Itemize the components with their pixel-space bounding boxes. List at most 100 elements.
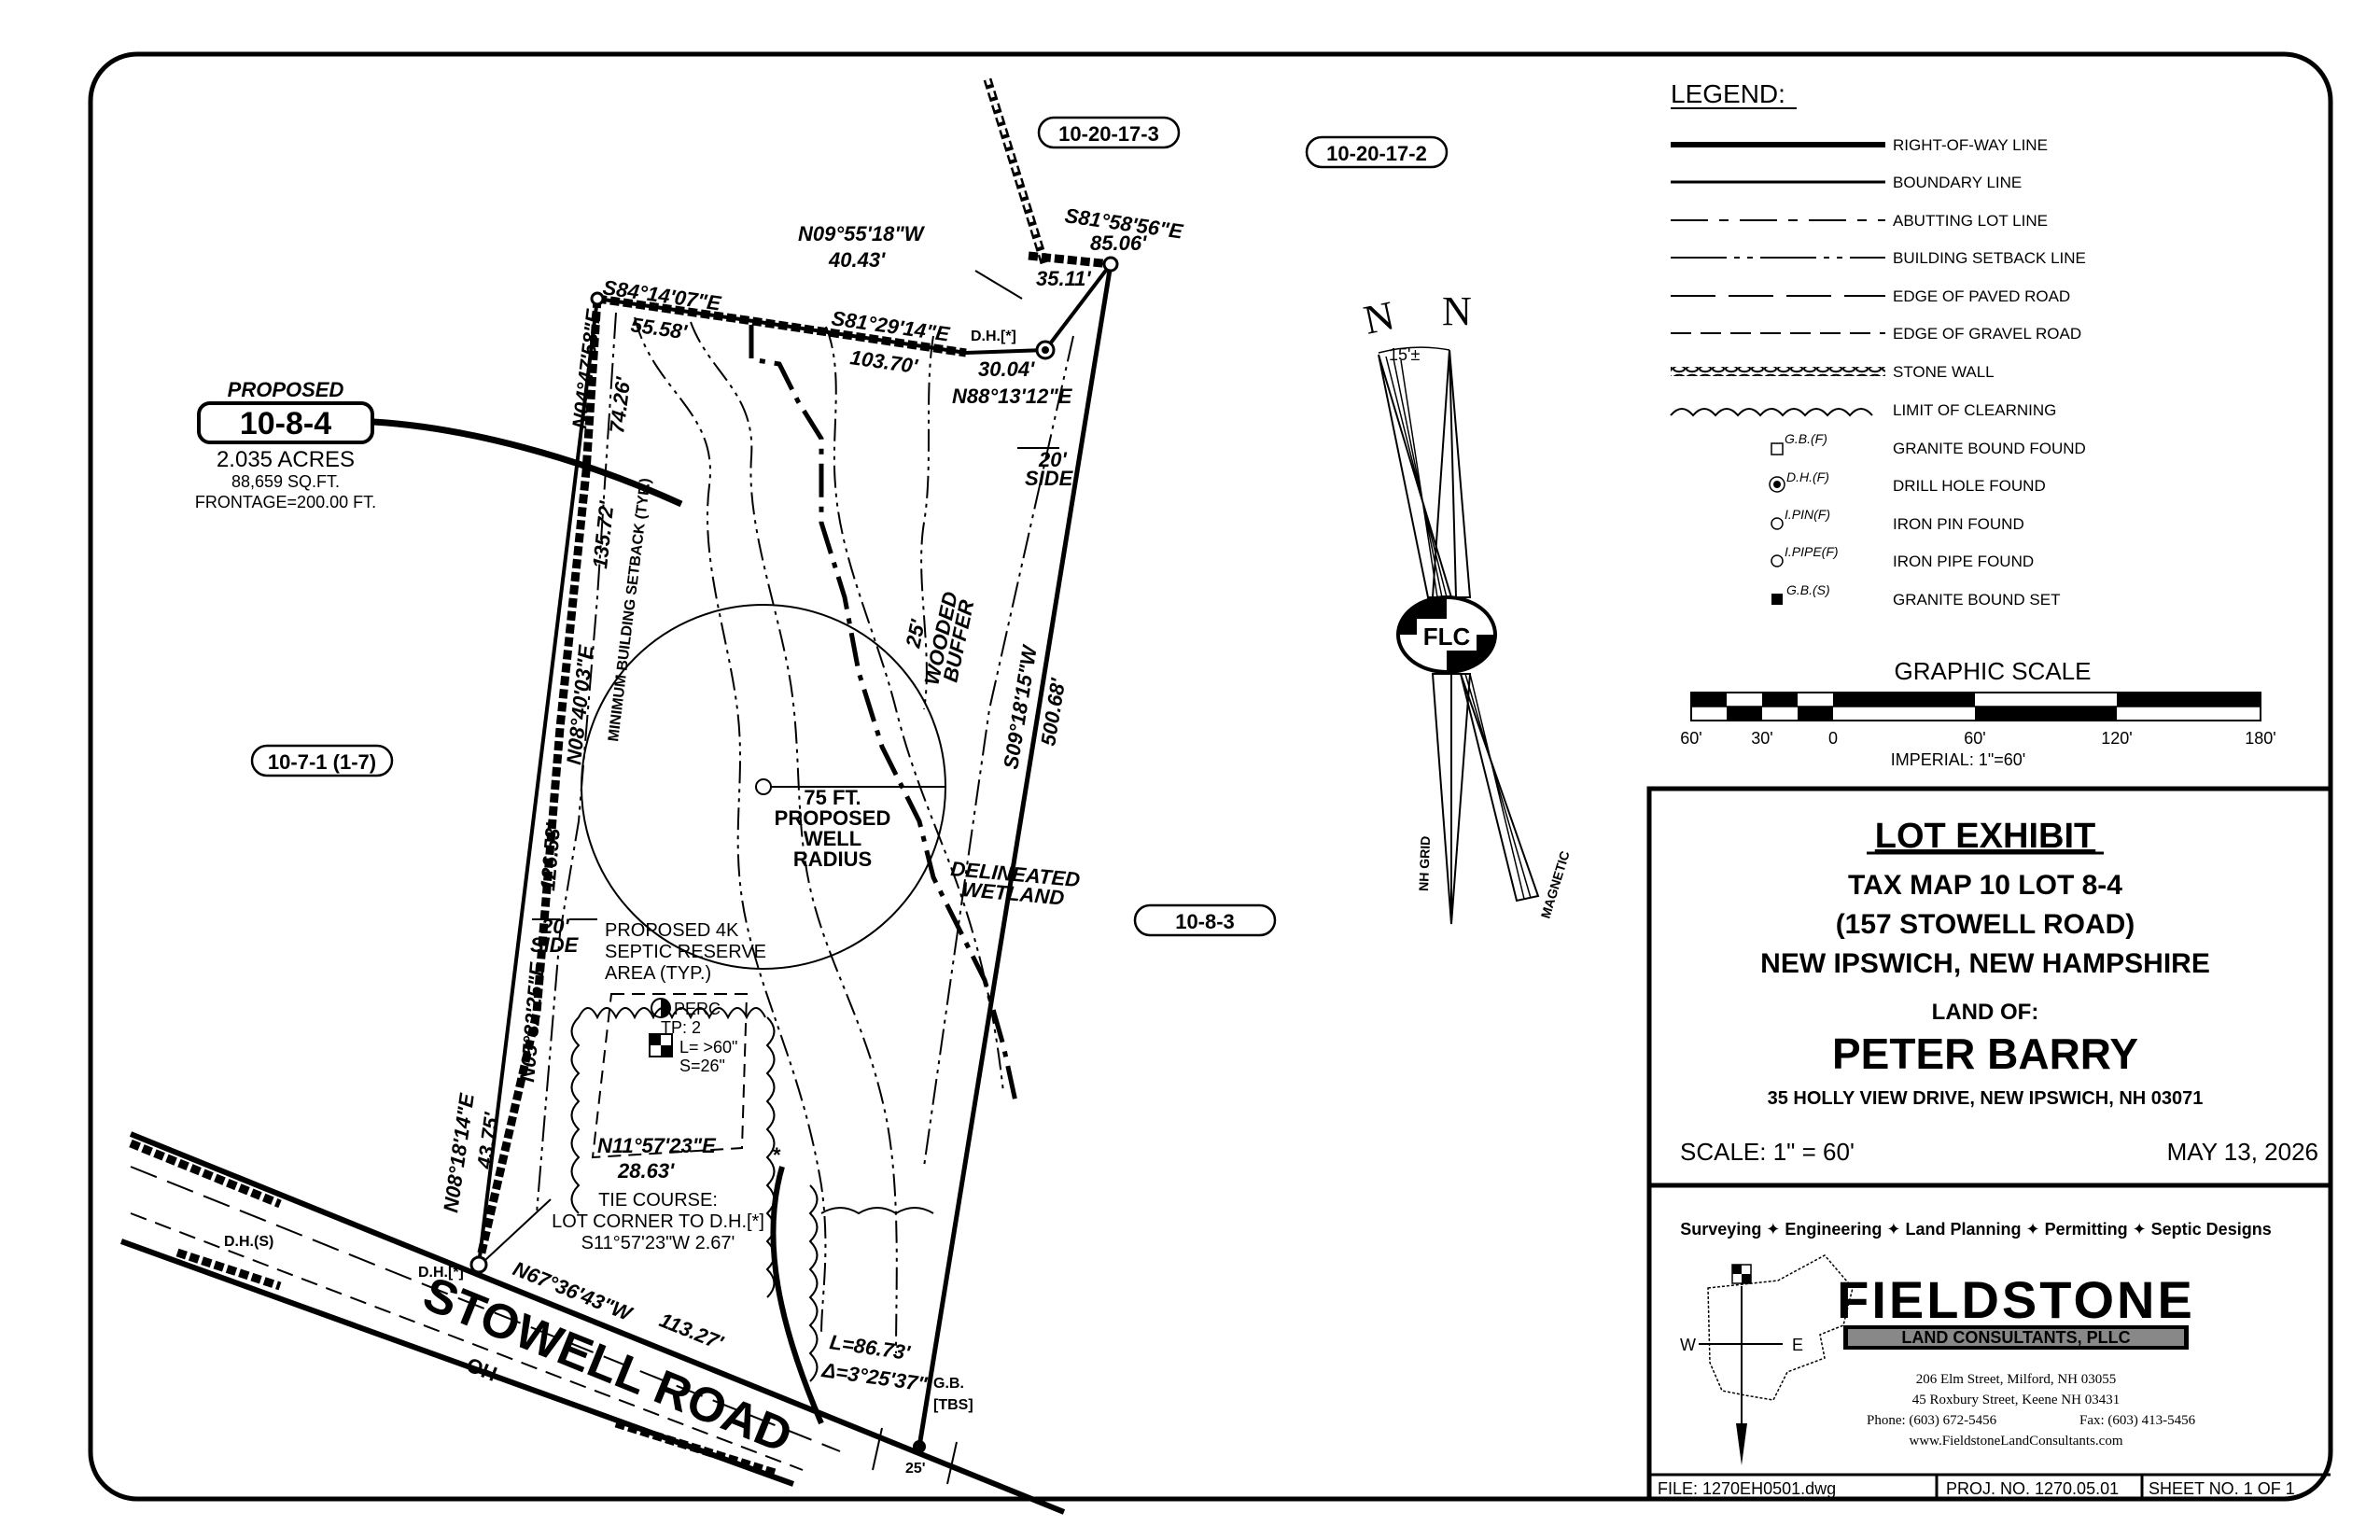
granite-bound-set-se (913, 1440, 926, 1453)
arc-delta: Δ=3°25'37" (819, 1358, 929, 1396)
scale-tick-0: 0 (1828, 729, 1838, 748)
tie-course-title: TIE COURSE: (598, 1190, 718, 1211)
company-address-2: 45 Roxbury Street, Keene NH 03431 (1912, 1393, 2120, 1407)
scale-tick-60-neg: 60' (1680, 729, 1701, 748)
wooded-buffer-line-2 (690, 321, 898, 1354)
graphic-scale: GRAPHIC SCALE 60' 30' 0 60' 120' 180' IM… (1680, 657, 2275, 769)
dh-leader (974, 270, 1023, 300)
perc-test-symbol (651, 998, 671, 1018)
compass-east: E (1792, 1336, 1803, 1354)
granite-bound-label: G.B. (933, 1376, 964, 1392)
legend-item-stone-wall: STONE WALL (1893, 363, 1995, 381)
svg-text:10-20-17-2: 10-20-17-2 (1326, 142, 1427, 165)
stone-wall-top (1028, 251, 1112, 269)
bearing-n08-40: N08°40'03"E (562, 643, 597, 766)
company-phone: Phone: (603) 672-5456 (1867, 1413, 1997, 1428)
septic-label-3: AREA (TYP.) (605, 963, 711, 984)
lot-frontage: FRONTAGE=200.00 FT. (195, 493, 376, 511)
footer-sheet: SHEET NO. 1 OF 1 (2149, 1479, 2295, 1498)
bearing-n05: N05°32'25"E (515, 960, 549, 1083)
legend-clearing-swatch (1670, 408, 1873, 417)
sheet-border (88, 51, 2333, 1502)
legend-item-gb-found: GRANITE BOUND FOUND (1893, 440, 2086, 457)
building-setback-line (536, 312, 617, 1214)
drill-hole-found-e (1102, 256, 1119, 273)
test-pit-symbol (649, 1033, 673, 1057)
exhibit-title: LOT EXHIBIT (1875, 817, 2095, 856)
company-name: FIELDSTONE (1837, 1270, 2195, 1329)
scale-tick-60: 60' (1964, 729, 1985, 748)
svg-text:10-20-17-3: 10-20-17-3 (1058, 122, 1159, 146)
bearing-n08-18: N08°18'14"E (439, 1091, 479, 1214)
wooded-buffer-line (634, 316, 827, 1336)
land-of-label: LAND OF: (1932, 1000, 2039, 1025)
building-setback-line-east (923, 335, 1074, 1168)
test-pit-seasonal: S=26" (679, 1057, 725, 1075)
edge-of-paved-road (130, 1166, 841, 1452)
septic-label-2: SEPTIC RESERVE (605, 942, 766, 962)
legend-item-clearing: LIMIT OF CLEARNING (1893, 401, 2056, 419)
legend-item-pipe-found: IRON PIPE FOUND (1893, 553, 2034, 570)
scale-tick-180: 180' (2245, 729, 2275, 748)
side-setback-dim-e: 20' (1038, 448, 1067, 471)
footer-file: FILE: 1270EH0501.dwg (1658, 1479, 1836, 1498)
driveway-marker: * (773, 1143, 781, 1167)
overhead-line-label: OH (463, 1352, 500, 1386)
legend-title: LEGEND: (1671, 79, 1785, 108)
side-setback-dim-w: 20' (540, 915, 569, 938)
tie-leader (484, 1198, 552, 1261)
grid-north-label: NH GRID (1416, 835, 1433, 891)
lot-acres: 2.035 ACRES (217, 447, 355, 472)
legend-item-setback: BUILDING SETBACK LINE (1893, 249, 2086, 267)
drill-hole-set-label: D.H.(S) (224, 1234, 273, 1250)
svg-text:10-7-1 (1-7): 10-7-1 (1-7) (268, 750, 376, 774)
graphic-scale-title: GRAPHIC SCALE (1895, 657, 2092, 685)
edge-of-gravel-road (130, 1212, 804, 1471)
north-grid-letter: N (1360, 292, 1398, 343)
owner-name: PETER BARRY (1832, 1029, 2138, 1078)
distance-55-58: 55.58' (629, 313, 689, 343)
legend: LEGEND: G.B.(F) D.H.(F) I.PIN(F) I.PIPE(… (1670, 79, 2086, 609)
stone-wall-north (983, 77, 1050, 268)
drill-hole-found-ne-dot (1042, 346, 1049, 354)
legend-granite-bound-found-icon (1771, 442, 1784, 455)
well-radius-circle (581, 604, 946, 970)
test-pit-label: TP: 2 (661, 1018, 701, 1037)
scale-tick-30: 30' (1751, 729, 1772, 748)
compass-west: W (1680, 1336, 1696, 1354)
stone-wall-lot-west (474, 298, 602, 1267)
legend-granite-bound-set-icon (1771, 594, 1783, 605)
wetland-line-2 (825, 326, 1004, 1093)
lot-id-box (197, 401, 374, 444)
test-pit-ledge: L= >60" (679, 1038, 737, 1057)
owner-address: 35 HOLLY VIEW DRIVE, NEW IPSWICH, NH 030… (1768, 1088, 2204, 1109)
lot-sqft: 88,659 SQ.FT. (231, 472, 340, 491)
legend-symbol-ipipe-f: I.PIPE(F) (1785, 544, 1839, 559)
lot-leader-line (372, 418, 683, 508)
drill-hole-found-label-sw: D.H.[*] (418, 1265, 464, 1281)
lot-id: 10-8-4 (240, 406, 331, 441)
tbs-label: [TBS] (933, 1397, 973, 1413)
abutter-parcel-10-20-17-2: 10-20-17-2 (1305, 135, 1449, 169)
company-services: Surveying ✦ Engineering ✦ Land Planning … (1680, 1220, 2271, 1239)
bearing-n88: N88°13'12"E (952, 385, 1073, 408)
legend-symbol-gb-f: G.B.(F) (1785, 431, 1827, 446)
driveway-line (770, 1166, 824, 1425)
right-of-way-north (129, 1131, 1066, 1515)
distance-35-11: 35.11' (1036, 267, 1091, 290)
footer-project: PROJ. NO. 1270.05.01 (1946, 1479, 2119, 1498)
perc-label: PERC (674, 1000, 721, 1018)
distance-74-26: 74.26' (605, 375, 635, 435)
town: NEW IPSWICH, NEW HAMPSHIRE (1760, 948, 2210, 979)
legend-item-boundary: BOUNDARY LINE (1893, 174, 2022, 191)
flc-logo-text: FLC (1423, 623, 1471, 651)
legend-stone-wall-swatch (1671, 367, 1885, 376)
declination-angle: 15'± (1389, 345, 1420, 364)
company-website: www.FieldstoneLandConsultants.com (1909, 1434, 2122, 1449)
title-block: LOT EXHIBIT TAX MAP 10 LOT 8-4 (157 STOW… (1646, 786, 2331, 1499)
distance-85-06: 85.06' (1090, 231, 1147, 255)
legend-item-gb-set: GRANITE BOUND SET (1893, 591, 2060, 609)
legend-symbol-dh-f: D.H.(F) (1786, 469, 1829, 484)
arc-length: L=86.73' (828, 1330, 912, 1365)
